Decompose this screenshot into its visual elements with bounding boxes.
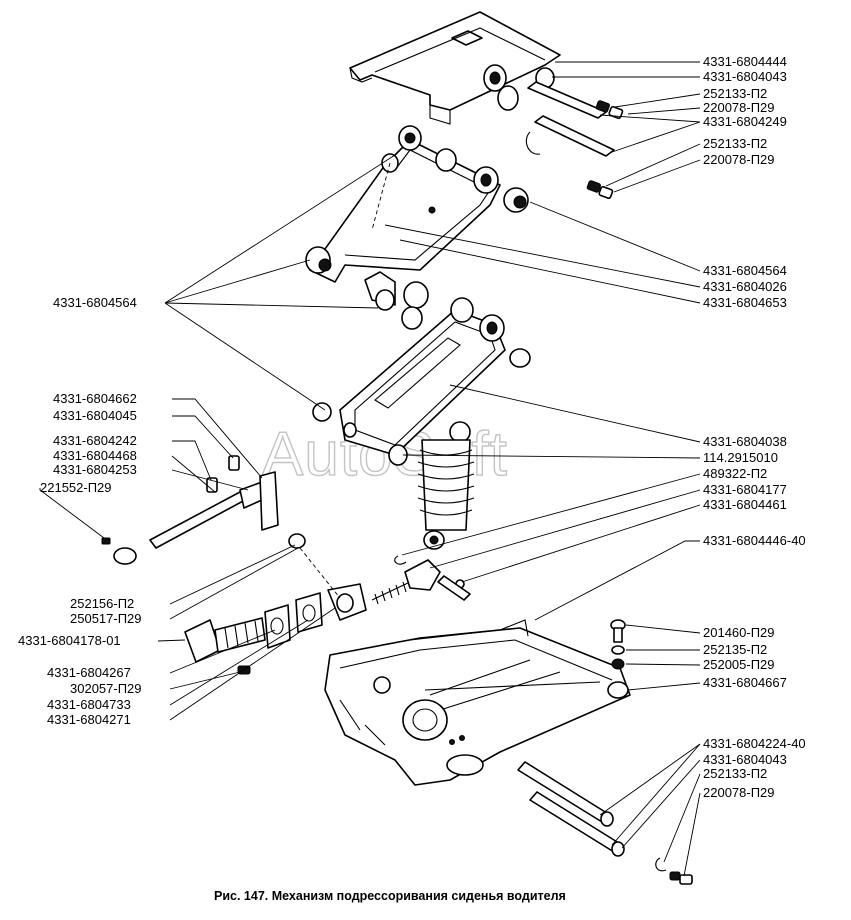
part-label: 252005-П29 <box>703 657 775 672</box>
part-label: 489322-П2 <box>703 466 767 481</box>
part-label: 201460-П29 <box>703 625 775 640</box>
part-label: 221552-П29 <box>40 480 112 495</box>
part-label: 220078-П29 <box>703 785 775 800</box>
shock-absorber <box>417 421 475 550</box>
part-label: 4331-6804733 <box>47 697 131 712</box>
part-label: 220078-П29 <box>703 152 775 167</box>
adjust-rod <box>371 555 471 605</box>
part-label: 4331-6804446-40 <box>703 533 806 548</box>
part-label: 252133-П2 <box>703 86 767 101</box>
part-label: 4331-6804249 <box>703 114 787 129</box>
part-label: 4331-6804653 <box>703 295 787 310</box>
part-label: 4331-6804038 <box>703 434 787 449</box>
part-label: 4331-6804267 <box>47 665 131 680</box>
part-label: 302057-П29 <box>70 681 142 696</box>
figure-caption: Рис. 147. Механизм подрессоривания сиден… <box>214 889 566 903</box>
labels-left: 4331-6804564 4331-6804662 4331-6804045 4… <box>18 295 142 727</box>
part-label: 4331-6804177 <box>703 482 787 497</box>
part-label: 4331-6804564 <box>53 295 137 310</box>
part-label: 4331-6804444 <box>703 54 787 69</box>
part-label: 4331-6804043 <box>703 69 787 84</box>
part-label: 4331-6804468 <box>53 448 137 463</box>
bottom-pins <box>517 761 693 885</box>
lower-lever <box>312 297 531 466</box>
upper-lever <box>305 125 529 311</box>
part-label: 4331-6804271 <box>47 712 131 727</box>
part-label: 4331-6804253 <box>53 462 137 477</box>
part-label: 252133-П2 <box>703 136 767 151</box>
part-label: 252133-П2 <box>703 766 767 781</box>
left-lever-assembly <box>101 455 279 565</box>
part-label: 4331-6804242 <box>53 433 137 448</box>
top-bracket <box>349 11 561 125</box>
part-label: 220078-П29 <box>703 100 775 115</box>
part-label: 4331-6804043 <box>703 752 787 767</box>
part-label: 250517-П29 <box>70 611 142 626</box>
part-label: 4331-6804178-01 <box>18 633 121 648</box>
part-label: 4331-6804461 <box>703 497 787 512</box>
top-pins <box>525 81 624 199</box>
part-label: 252156-П2 <box>70 596 134 611</box>
part-label: 4331-6804667 <box>703 675 787 690</box>
leader-lines <box>39 61 701 877</box>
base-frame <box>324 619 631 786</box>
part-label: 4331-6804564 <box>703 263 787 278</box>
part-label: 4331-6804224-40 <box>703 736 806 751</box>
part-label: 252135-П2 <box>703 642 767 657</box>
part-label: 4331-6804045 <box>53 408 137 423</box>
drawing-parts <box>101 11 693 885</box>
bolt-stack <box>610 619 626 670</box>
part-label: 4331-6804662 <box>53 391 137 406</box>
part-label: 4331-6804026 <box>703 279 787 294</box>
labels-right: 4331-6804444 4331-6804043 252133-П2 2200… <box>703 54 806 800</box>
part-label: 114.2915010 <box>703 450 778 465</box>
adjust-knob-assembly <box>184 533 367 675</box>
